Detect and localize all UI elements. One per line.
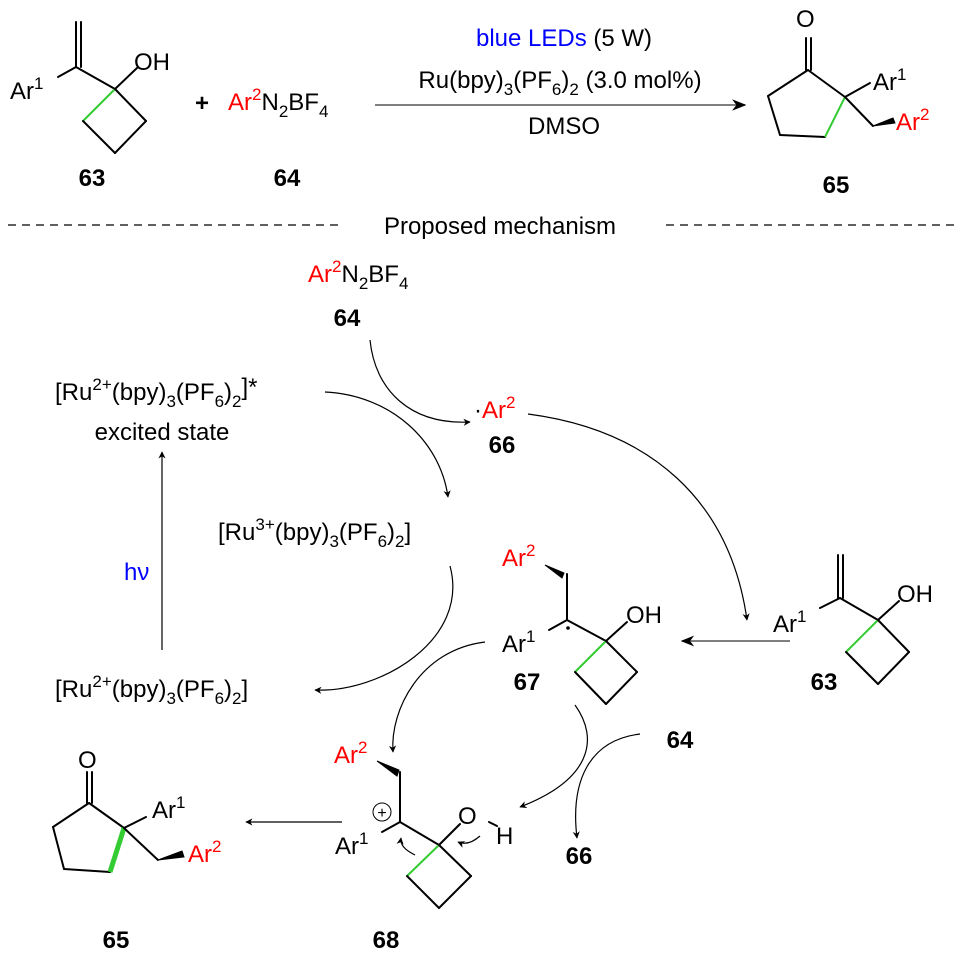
ru2-species: [Ru2+(bpy)3(PF6)2] <box>55 672 248 708</box>
conditions-light: blue LEDs (5 W) <box>476 25 652 52</box>
compound-label-63: 63 <box>811 669 838 696</box>
light-label: hν <box>124 559 149 586</box>
svg-text:OH: OH <box>897 581 933 608</box>
oxidation-67-arrow <box>388 641 486 753</box>
ar1-group: Ar1 <box>10 74 43 105</box>
product-65: O Ar1 Ar2 65 <box>767 6 929 199</box>
svg-text:Ar1: Ar1 <box>152 793 185 824</box>
svg-text:+: + <box>377 805 386 822</box>
carbonyl-oxygen: O <box>796 6 815 33</box>
svg-text:Ar2: Ar2 <box>188 837 221 868</box>
compound-label-65: 65 <box>103 927 130 954</box>
reactant-63: Ar1 OH 63 <box>10 21 170 192</box>
mech-substrate-63: Ar1 OH 63 <box>773 554 933 696</box>
side-reagent-64: 64 <box>667 727 694 754</box>
compound-label-68: 68 <box>373 927 400 954</box>
excited-state-caption: excited state <box>95 419 230 446</box>
compound-label-63: 63 <box>79 165 106 192</box>
compound-label-64: 64 <box>274 165 301 192</box>
radical-dot <box>566 626 570 630</box>
aryl-radical-66: ·Ar2 66 <box>474 393 515 459</box>
svg-text:Ar1: Ar1 <box>773 607 806 638</box>
set-arrow-diazonium <box>369 339 471 426</box>
compound-label-65: 65 <box>823 172 850 199</box>
migration-arrow <box>396 837 416 856</box>
deprotonation-arrow <box>457 835 481 848</box>
hydroxyl-group: OH <box>134 49 170 76</box>
svg-text:O: O <box>458 803 477 830</box>
svg-text:[Ru2+(bpy)3(PF6)2]*: [Ru2+(bpy)3(PF6)2]* <box>55 374 258 411</box>
compound-label-67: 67 <box>514 669 541 696</box>
svg-text:Ar1: Ar1 <box>873 65 906 96</box>
side-product-66: 66 <box>566 843 593 870</box>
intermediate-68: + Ar2 Ar1 O H 68 <box>334 738 513 954</box>
oxidation-arrow <box>324 391 451 498</box>
svg-text:Ar2: Ar2 <box>334 738 367 769</box>
intermediate-67: Ar2 Ar1 OH 67 <box>502 541 662 705</box>
mech-product-65: O Ar1 Ar2 65 <box>52 747 221 954</box>
plus-sign: + <box>195 90 209 117</box>
reactant-64: Ar2N2BF4 64 <box>228 85 328 192</box>
svg-text:Ar2N2BF4: Ar2N2BF4 <box>308 257 408 293</box>
svg-text:H: H <box>496 823 513 850</box>
ru-excited-state: [Ru2+(bpy)3(PF6)2]* excited state <box>55 374 258 446</box>
ru3-species: [Ru3+(bpy)3(PF6)2] <box>218 515 411 551</box>
divider-title: Proposed mechanism <box>384 213 616 240</box>
radical-addition-arrow <box>527 413 750 621</box>
svg-text:Ar1: Ar1 <box>335 829 368 860</box>
svg-text:OH: OH <box>626 602 662 629</box>
svg-text:Ar2: Ar2 <box>502 541 535 572</box>
svg-text:Ar2: Ar2 <box>896 105 929 136</box>
mech-diazonium-64: Ar2N2BF4 64 <box>308 257 408 332</box>
positive-charge-icon <box>372 802 392 822</box>
conditions-solvent: DMSO <box>528 113 600 140</box>
compound-label-66: 66 <box>489 432 516 459</box>
regeneration-arrow <box>314 565 454 694</box>
svg-text:Ar2N2BF4: Ar2N2BF4 <box>228 85 328 121</box>
svg-text:O: O <box>78 747 97 774</box>
reaction-conditions: blue LEDs (5 W) Ru(bpy)3(PF6)2 (3.0 mol%… <box>375 25 747 140</box>
compound-label-64: 64 <box>334 305 361 332</box>
oxidant-arrow <box>519 704 589 809</box>
svg-text:Ar1: Ar1 <box>502 627 535 658</box>
conditions-catalyst: Ru(bpy)3(PF6)2 (3.0 mol%) <box>418 67 701 99</box>
side-product-arrow <box>572 733 641 839</box>
new-bond-highlight <box>82 88 116 122</box>
svg-text:·Ar2: ·Ar2 <box>474 393 515 424</box>
section-divider: Proposed mechanism <box>8 213 955 240</box>
